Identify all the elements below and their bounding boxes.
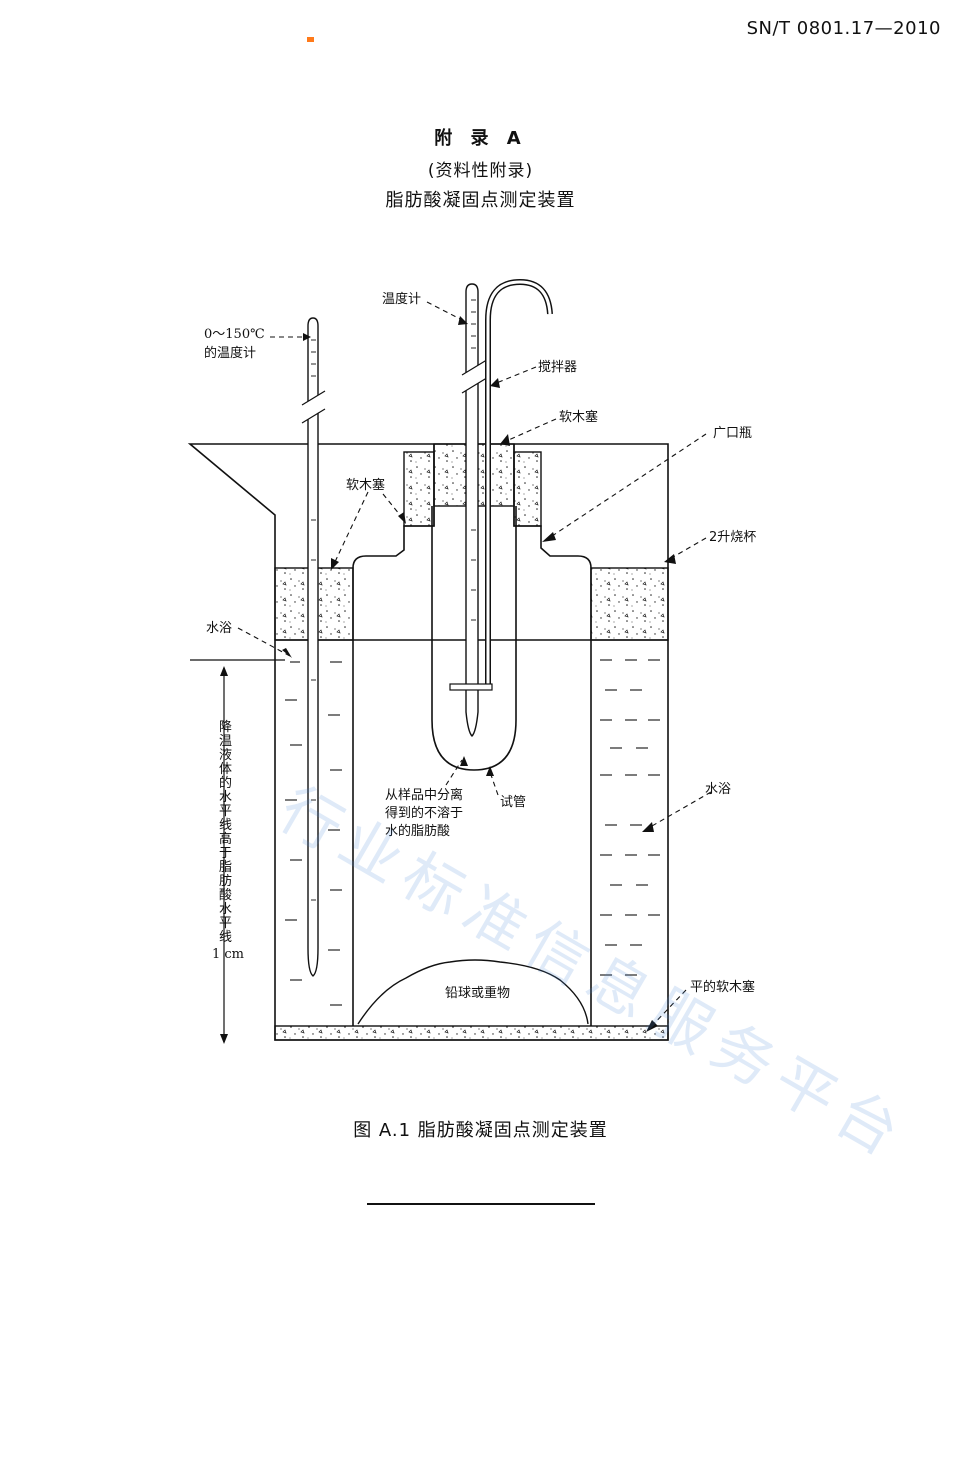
svg-text:体: 体 <box>219 762 232 777</box>
svg-text:平: 平 <box>219 916 232 931</box>
svg-text:于: 于 <box>219 846 232 861</box>
label-wide-mouth-bottle: 广口瓶 <box>713 426 752 441</box>
water-bath-dashes-right <box>600 659 660 976</box>
svg-text:水: 水 <box>219 902 232 917</box>
watermark: 行 业 标 准 信 息 服 务 平 台 <box>268 774 911 1169</box>
label-fatty-acid-line3: 水的脂肪酸 <box>385 823 450 839</box>
svg-text:降: 降 <box>219 720 232 735</box>
label-lead-shot: 铅球或重物 <box>445 985 510 1001</box>
svg-text:肪: 肪 <box>219 873 232 889</box>
label-cork-left: 软木塞 <box>346 477 385 493</box>
label-flat-cork: 平的软木塞 <box>690 979 755 995</box>
lead-shot <box>357 959 589 1025</box>
orange-mark <box>307 37 314 42</box>
svg-text:平: 平 <box>219 804 232 819</box>
central-thermometer <box>465 283 479 737</box>
svg-text:水: 水 <box>219 790 232 805</box>
figure-caption: 图 A.1 脂肪酸凝固点测定装置 <box>353 1120 608 1141</box>
water-bath-dashes-left <box>285 661 342 1006</box>
test-tube <box>431 506 517 771</box>
label-thermometer: 温度计 <box>382 291 421 307</box>
cork-ring-right <box>590 567 669 641</box>
label-cooling-level: 降 温 液 体 的 水 平 线 高 于 脂 肪 酸 水 平 线 1 cm <box>212 720 244 962</box>
bottle-outline <box>352 444 592 1026</box>
label-beaker-2l: 2升烧杯 <box>709 530 756 545</box>
svg-text:线: 线 <box>219 818 232 833</box>
svg-text:高: 高 <box>219 831 232 847</box>
beaker-outline <box>187 443 669 1041</box>
svg-text:液: 液 <box>219 748 232 763</box>
label-fatty-acid-line2: 得到的不溶于 <box>385 805 463 821</box>
appendix-title: 附 录 A <box>434 128 527 149</box>
label-thermometer-150-line1: 0～150℃ <box>204 327 265 342</box>
standard-code: SN/T 0801.17—2010 <box>746 18 941 39</box>
label-cork-top: 软木塞 <box>559 409 598 425</box>
svg-text:线: 线 <box>219 930 232 945</box>
svg-text:1 cm: 1 cm <box>212 947 244 962</box>
svg-text:脂: 脂 <box>219 860 232 875</box>
label-fatty-acid-line1: 从样品中分离 <box>385 787 463 803</box>
svg-text:酸: 酸 <box>219 888 232 903</box>
label-water-bath-left: 水浴 <box>206 621 232 636</box>
cork-stopper-side-left <box>403 451 435 527</box>
label-thermometer-150-line2: 的温度计 <box>204 345 256 361</box>
label-stirrer: 搅拌器 <box>538 359 577 375</box>
cork-flat-bottom <box>274 1025 669 1041</box>
label-test-tube: 试管 <box>500 795 526 810</box>
left-thermometer <box>307 317 319 977</box>
svg-text:温: 温 <box>219 734 232 749</box>
svg-text:的: 的 <box>219 775 232 791</box>
appendix-type: (资料性附录) <box>427 161 534 181</box>
label-water-bath-right: 水浴 <box>705 782 731 797</box>
cork-stopper-side-right <box>513 451 542 527</box>
appendix-subtitle: 脂肪酸凝固点测定装置 <box>385 190 576 211</box>
end-rule <box>367 1203 595 1205</box>
